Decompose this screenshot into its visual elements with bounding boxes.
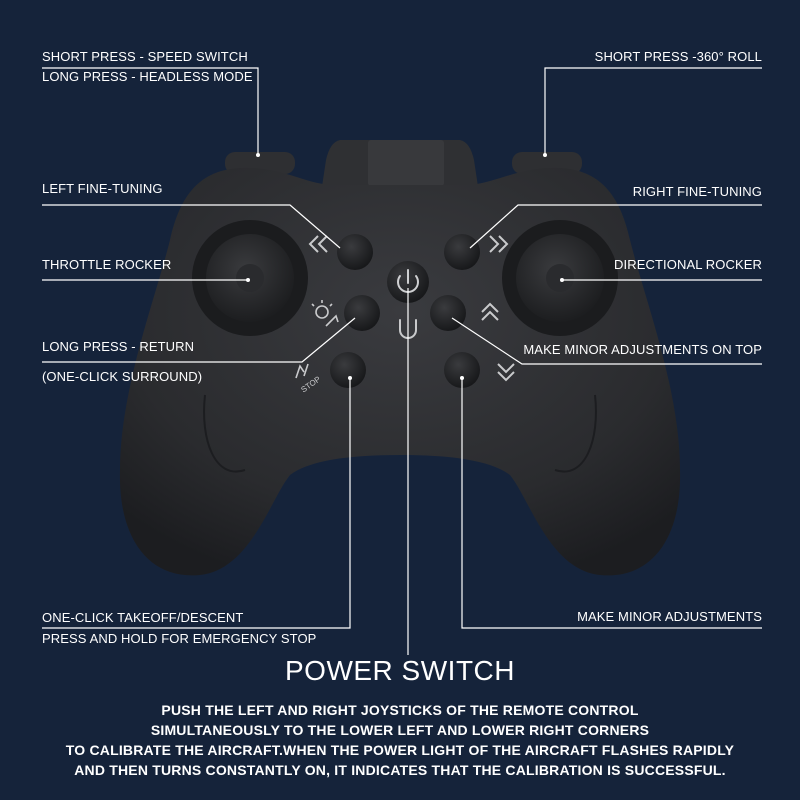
controller-body	[119, 167, 681, 576]
left-fine-tuning-button	[337, 234, 373, 270]
label-takeoff-descent: ONE-CLICK TAKEOFF/DESCENT	[42, 610, 244, 625]
return-button	[344, 295, 380, 331]
trim-down-button	[444, 352, 480, 388]
callout-line-return	[42, 317, 356, 363]
callout-lines	[42, 67, 762, 655]
callout-line-left-fine	[42, 204, 341, 249]
label-minor-adjust-top: MAKE MINOR ADJUSTMENTS ON TOP	[523, 342, 762, 357]
label-one-click-surround: (ONE-CLICK SURROUND)	[42, 369, 203, 384]
trim-up-button	[430, 295, 466, 331]
chevron-left-icon	[308, 235, 328, 253]
calibration-description: PUSH THE LEFT AND RIGHT JOYSTICKS OF THE…	[0, 700, 800, 780]
takeoff-button	[330, 352, 366, 388]
chevron-up-icon	[481, 302, 499, 321]
right-fine-tuning-button	[444, 234, 480, 270]
throttle-joystick	[192, 220, 308, 336]
label-right-fine-tuning: RIGHT FINE-TUNING	[632, 184, 762, 199]
callout-dots	[246, 153, 564, 380]
label-short-press-roll: SHORT PRESS -360° ROLL	[594, 49, 762, 64]
label-long-press-headless: LONG PRESS - HEADLESS MODE	[42, 69, 253, 84]
callout-line-right-fine	[469, 204, 762, 249]
label-short-press-speed: SHORT PRESS - SPEED SWITCH	[42, 49, 248, 64]
callout-line-takeoff	[42, 378, 351, 629]
power-switch-title: POWER SWITCH	[285, 655, 515, 686]
callout-line-adjust	[461, 378, 762, 629]
label-emergency-stop: PRESS AND HOLD FOR EMERGENCY STOP	[42, 631, 317, 646]
callout-line-speed	[42, 67, 259, 155]
return-home-icon	[311, 300, 339, 327]
callout-line-roll	[544, 67, 762, 155]
chevron-down-icon	[497, 363, 515, 382]
label-minor-adjust: MAKE MINOR ADJUSTMENTS	[577, 609, 762, 624]
label-throttle-rocker: THROTTLE ROCKER	[42, 257, 172, 272]
directional-joystick	[502, 220, 618, 336]
callout-line-adjust-top	[451, 317, 762, 365]
description-line: AND THEN TURNS CONSTANTLY ON, IT INDICAT…	[74, 762, 726, 778]
label-long-press-return: LONG PRESS - RETURN	[42, 339, 195, 354]
description-line: PUSH THE LEFT AND RIGHT JOYSTICKS OF THE…	[161, 702, 639, 718]
label-directional-rocker: DIRECTIONAL ROCKER	[614, 257, 762, 272]
chevron-right-icon	[489, 235, 509, 253]
description-line: TO CALIBRATE THE AIRCRAFT.WHEN THE POWER…	[65, 742, 735, 758]
description-line: SIMULTANEOUSLY TO THE LOWER LEFT AND LOW…	[150, 722, 650, 738]
label-left-fine-tuning: LEFT FINE-TUNING	[42, 181, 163, 196]
